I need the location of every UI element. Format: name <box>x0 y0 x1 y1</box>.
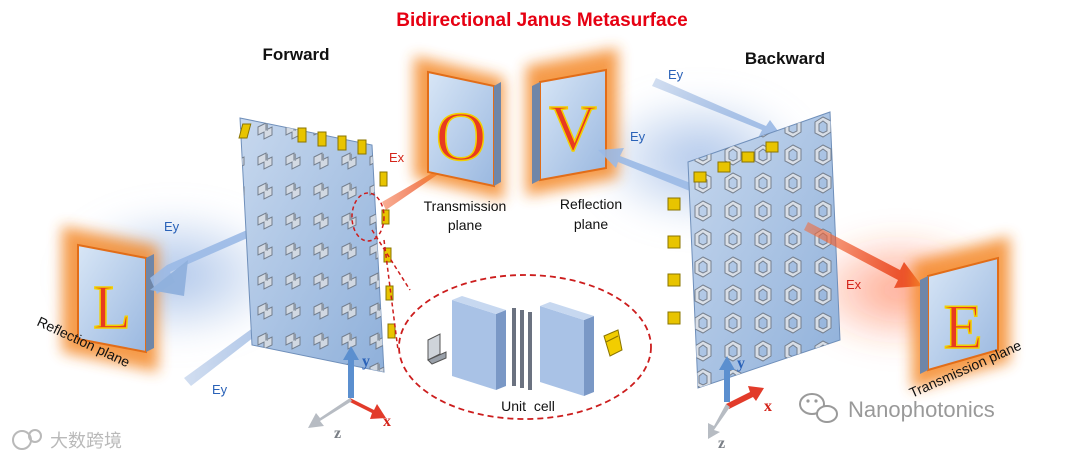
ey-label-backward-reflected: Ey <box>630 129 646 144</box>
letter-l: L <box>93 274 131 342</box>
ey-label-forward-incident: Ey <box>212 382 228 397</box>
letter-e: E <box>943 291 982 362</box>
forward-label: Forward <box>262 45 329 64</box>
axis-z-label-forward: z <box>334 425 341 442</box>
letter-v: V <box>549 92 597 165</box>
axis-x-label-forward: x <box>383 413 391 430</box>
transmission-plane-forward-line1: Transmission <box>424 198 507 214</box>
axis-y-label-forward: y <box>362 353 370 370</box>
unit-cell-label: Unit cell <box>501 398 555 414</box>
reflection-screen-forward: L <box>62 226 158 372</box>
ex-label-forward: Ex <box>389 150 405 165</box>
metasurface-backward <box>667 111 841 389</box>
ey-incident-arrow-backward <box>652 78 786 142</box>
backward-label: Backward <box>745 49 825 68</box>
ey-label-backward-incident: Ey <box>668 67 684 82</box>
axes-backward <box>708 356 764 439</box>
axis-y-label-backward: y <box>737 355 745 372</box>
ex-label-backward: Ex <box>846 277 862 292</box>
transmission-screen-forward: O <box>414 56 504 200</box>
wechat-icon <box>799 393 838 423</box>
reflection-plane-backward-line2: plane <box>574 216 608 232</box>
watermark-nanophotonics: Nanophotonics <box>848 397 995 422</box>
watermark-left: 大数跨境 <box>50 431 122 451</box>
axes-forward <box>308 346 386 428</box>
diagram-title: Bidirectional Janus Metasurface <box>396 10 687 31</box>
axis-z-label-backward: z <box>718 435 725 452</box>
unit-cell-marker <box>351 192 385 242</box>
ex-transmitted-arrow-backward <box>804 222 922 288</box>
reflection-plane-backward-line1: Reflection <box>560 196 622 212</box>
ey-label-forward-reflected: Ey <box>164 219 180 234</box>
unit-cell-callout <box>371 229 652 420</box>
reflection-screen-backward: V <box>526 48 618 196</box>
ey-reflected-arrow-forward <box>150 219 275 296</box>
transmission-screen-backward: E <box>912 236 1010 390</box>
letter-o: O <box>436 99 487 176</box>
metasurface-forward <box>238 117 396 373</box>
axis-x-label-backward: x <box>764 398 772 415</box>
brand-logo-icon <box>12 429 42 450</box>
transmission-plane-forward-line2: plane <box>448 217 482 233</box>
